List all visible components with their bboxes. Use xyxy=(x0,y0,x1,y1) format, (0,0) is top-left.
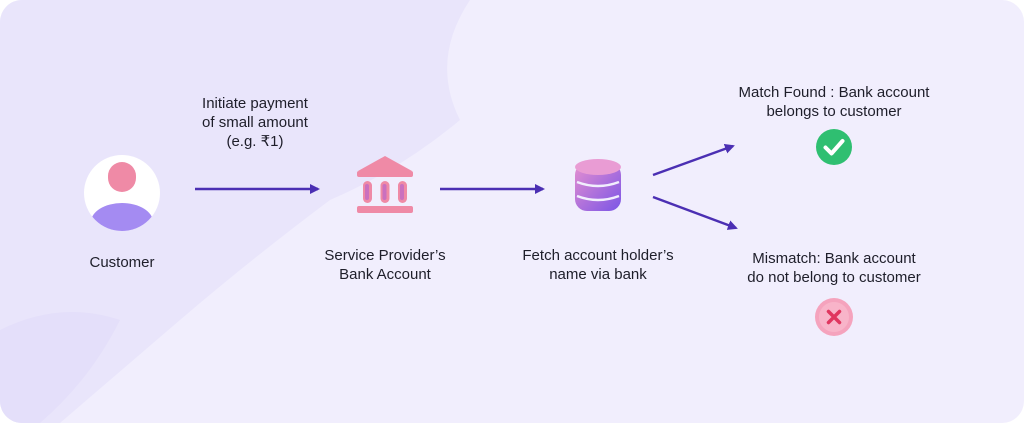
match-label: Match Found : Bank account belongs to cu… xyxy=(718,83,950,121)
fetch-label-line-1: Fetch account holder’s xyxy=(522,247,674,264)
check-icon xyxy=(816,129,852,165)
payment-note-label: Initiate payment of small amount (e.g. ₹… xyxy=(180,94,330,151)
match-label-line-2: belongs to customer xyxy=(766,103,902,120)
fetch-label: Fetch account holder’s name via bank xyxy=(505,246,691,284)
mismatch-label: Mismatch: Bank account do not belong to … xyxy=(718,249,950,287)
bank-label-line-2: Bank Account xyxy=(339,266,431,283)
arrow-to-match xyxy=(652,144,735,177)
mismatch-label-line-1: Mismatch: Bank account xyxy=(752,250,916,267)
mismatch-label-line-2: do not belong to customer xyxy=(747,269,921,286)
match-label-line-1: Match Found : Bank account xyxy=(738,84,930,101)
cross-icon xyxy=(815,298,853,336)
fetch-label-line-2: name via bank xyxy=(549,266,647,283)
customer-label-text: Customer xyxy=(89,254,155,271)
payment-note-line-2: of small amount xyxy=(202,114,308,131)
payment-note-line-1: Initiate payment xyxy=(202,95,308,112)
bank-label: Service Provider’s Bank Account xyxy=(305,246,465,284)
bank-building-icon xyxy=(357,156,413,213)
arrow-to-mismatch xyxy=(652,195,738,230)
customer-avatar-icon xyxy=(84,155,160,231)
database-icon xyxy=(575,159,621,211)
payment-note-line-3: (e.g. ₹1) xyxy=(226,133,284,150)
bank-label-line-1: Service Provider’s xyxy=(324,247,446,264)
customer-label: Customer xyxy=(72,253,172,272)
